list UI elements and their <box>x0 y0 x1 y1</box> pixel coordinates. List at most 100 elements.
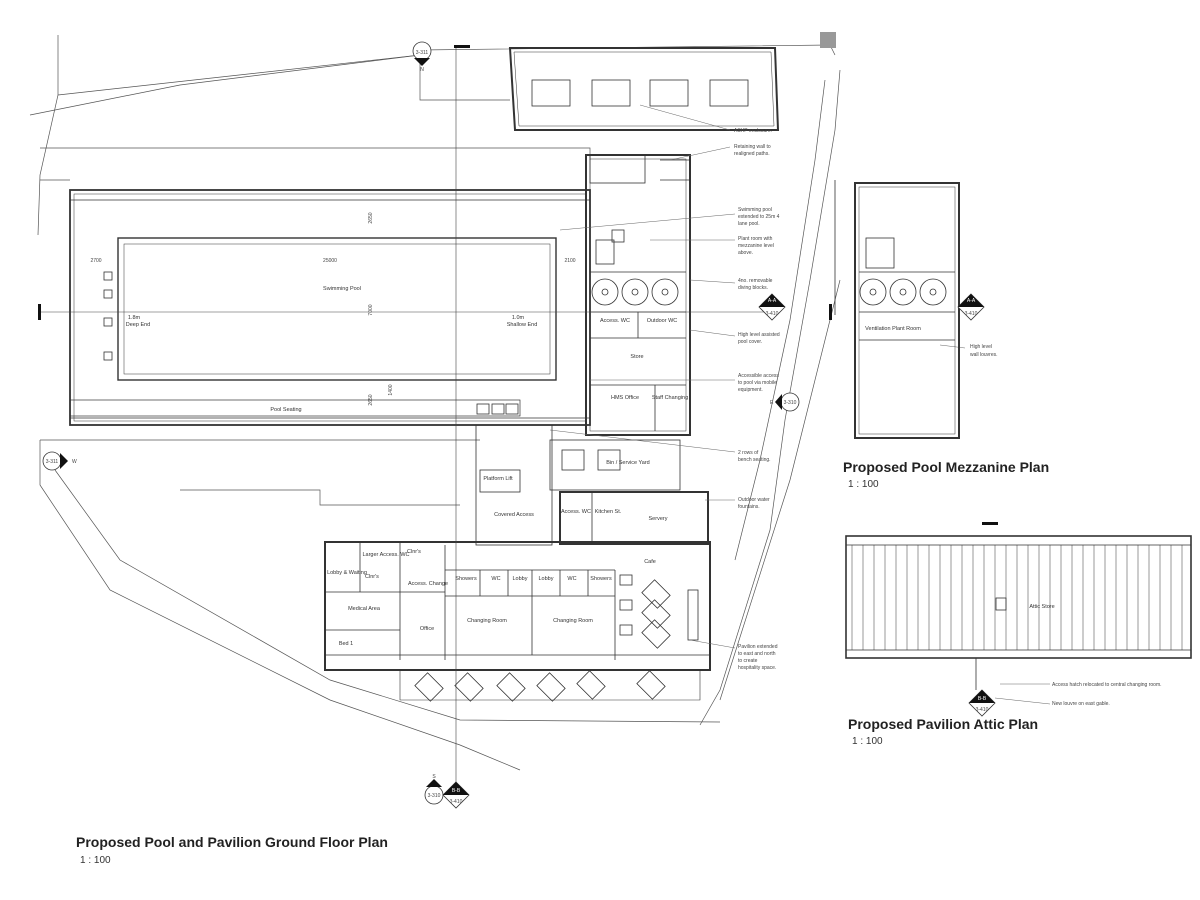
ground-floor-plan-title: Proposed Pool and Pavilion Ground Floor … <box>76 834 388 850</box>
svg-text:ASHP enclosure.: ASHP enclosure. <box>734 128 772 134</box>
svg-text:2100: 2100 <box>564 258 575 264</box>
svg-text:lane pool.: lane pool. <box>738 221 760 227</box>
svg-text:3-310: 3-310 <box>428 793 441 799</box>
svg-text:pool cover.: pool cover. <box>738 339 762 345</box>
mezzanine-plan-title: Proposed Pool Mezzanine Plan <box>843 459 1050 475</box>
swimming-pool-basin <box>117 237 557 381</box>
marker-north: 3-311 N <box>412 41 432 73</box>
yard-labels: Bin / Service Yard Platform Lift Covered… <box>483 460 649 518</box>
attic-plan <box>845 535 1192 690</box>
svg-text:1400: 1400 <box>388 384 394 395</box>
svg-text:Medical Area: Medical Area <box>348 606 381 612</box>
svg-text:Servery: Servery <box>649 516 668 522</box>
svg-text:Ventilation Plant Room: Ventilation Plant Room <box>865 326 921 332</box>
pavilion-labels: Access. WC Kitchen St. Servery Cafe Larg… <box>327 509 668 647</box>
plant-block-labels: Access. WC Outdoor WC Store HMS Office S… <box>600 318 688 401</box>
svg-text:2 rows of: 2 rows of <box>738 450 759 456</box>
svg-text:Accessible access: Accessible access <box>738 373 779 379</box>
svg-text:Bed 1: Bed 1 <box>339 641 353 647</box>
svg-text:Lobby & Waiting: Lobby & Waiting <box>327 570 367 576</box>
svg-text:extended to 25m 4: extended to 25m 4 <box>738 214 780 220</box>
svg-text:Changing Room: Changing Room <box>553 618 593 624</box>
svg-text:Larger Access. WC: Larger Access. WC <box>362 552 409 558</box>
svg-text:B-B: B-B <box>452 788 461 794</box>
svg-text:Lobby: Lobby <box>539 576 554 582</box>
section-bb-marker: B-B 3-410 <box>442 781 470 809</box>
svg-text:4no. removable: 4no. removable <box>738 278 773 284</box>
svg-text:Outdoor water: Outdoor water <box>738 497 770 503</box>
svg-text:WC: WC <box>567 576 576 582</box>
pool-seating-bench <box>69 399 521 417</box>
svg-text:High level assisted: High level assisted <box>738 332 780 338</box>
svg-text:Attic Store: Attic Store <box>1029 604 1054 610</box>
svg-text:7000: 7000 <box>368 304 374 315</box>
bin-yard-label: Bin / Service Yard <box>606 460 650 466</box>
site-boundary-lines <box>29 35 841 771</box>
attic-plan-title: Proposed Pavilion Attic Plan <box>848 716 1039 732</box>
svg-text:hospitality space.: hospitality space. <box>738 665 776 671</box>
deep-end-label: Deep End <box>126 322 150 328</box>
svg-text:A-A: A-A <box>967 298 976 304</box>
attic-labels: Attic Store Access hatch relocated to ce… <box>1029 604 1161 707</box>
marker-east: 3-310 E <box>770 392 800 412</box>
section-aa-marker: A-A 3-410 <box>758 293 786 321</box>
svg-text:3-311: 3-311 <box>416 50 429 56</box>
svg-text:equipment.: equipment. <box>738 387 763 393</box>
svg-text:B-B: B-B <box>978 696 987 702</box>
svg-text:Showers: Showers <box>590 576 612 582</box>
svg-text:Access. WC: Access. WC <box>561 509 591 515</box>
shallow-end-label: Shallow End <box>507 322 538 328</box>
svg-text:Access hatch relocated to cent: Access hatch relocated to central changi… <box>1052 682 1162 688</box>
covered-access-label: Covered Access <box>494 512 534 518</box>
staff-changing-label: Staff Changing <box>652 395 688 401</box>
plant-store-block <box>585 154 691 436</box>
pool-seating-label: Pool Seating <box>270 407 301 413</box>
store-label: Store <box>630 354 643 360</box>
svg-text:S: S <box>432 774 436 780</box>
svg-text:realigned paths.: realigned paths. <box>734 151 770 157</box>
svg-text:2650: 2650 <box>368 394 374 405</box>
svg-text:Lobby: Lobby <box>513 576 528 582</box>
svg-text:to east and north: to east and north <box>738 651 776 657</box>
svg-text:2650: 2650 <box>368 212 374 223</box>
svg-text:25000: 25000 <box>323 258 337 264</box>
svg-text:to create: to create <box>738 658 758 664</box>
ground-floor-plan-scale: 1 : 100 <box>80 855 111 866</box>
access-wc-label: Access. WC <box>600 318 630 324</box>
svg-text:3-310: 3-310 <box>784 400 797 406</box>
svg-text:Access. Change: Access. Change <box>408 581 448 587</box>
svg-text:bench seating.: bench seating. <box>738 457 771 463</box>
svg-text:New louvre on east gable.: New louvre on east gable. <box>1052 701 1110 707</box>
platform-lift-label: Platform Lift <box>483 476 513 482</box>
deep-end-depth: 1.8m <box>128 315 141 321</box>
mezzanine-labels: Ventilation Plant Room High level wall l… <box>865 326 997 358</box>
svg-text:wall louvres.: wall louvres. <box>970 352 998 358</box>
svg-text:Retaining wall to: Retaining wall to <box>734 144 771 150</box>
mezzanine-plan <box>834 180 960 439</box>
swimming-pool-label: Swimming Pool <box>323 286 361 292</box>
svg-text:Showers: Showers <box>455 576 477 582</box>
section-lines <box>38 45 998 790</box>
annotation-notes: ASHP enclosure. Retaining wall to realig… <box>734 128 780 671</box>
svg-text:High level: High level <box>970 344 992 350</box>
svg-text:3-410: 3-410 <box>965 311 978 317</box>
pool-labels: Swimming Pool 1.8m Deep End 1.0m Shallow… <box>126 286 538 413</box>
section-bb-marker-attic: B-B 3-410 <box>968 689 996 717</box>
svg-text:Clnr's: Clnr's <box>365 574 379 580</box>
svg-text:Pavilion extended: Pavilion extended <box>738 644 778 650</box>
svg-text:Office: Office <box>420 626 434 632</box>
svg-text:2700: 2700 <box>90 258 101 264</box>
svg-text:3-311: 3-311 <box>46 459 59 465</box>
svg-text:3-410: 3-410 <box>976 707 989 713</box>
svg-text:E: E <box>770 400 774 406</box>
annotation-leaders <box>549 104 1051 705</box>
pavilion-building <box>324 424 711 702</box>
attic-plan-scale: 1 : 100 <box>852 736 883 747</box>
outdoor-wc-label: Outdoor WC <box>647 318 678 324</box>
mezzanine-plan-scale: 1 : 100 <box>848 479 879 490</box>
svg-text:mezzanine level: mezzanine level <box>738 243 774 249</box>
svg-text:to pool via mobile: to pool via mobile <box>738 380 777 386</box>
dimension-labels: 25000 2700 2100 2650 7000 1400 2650 <box>90 212 575 405</box>
svg-text:Clnr's: Clnr's <box>407 549 421 555</box>
